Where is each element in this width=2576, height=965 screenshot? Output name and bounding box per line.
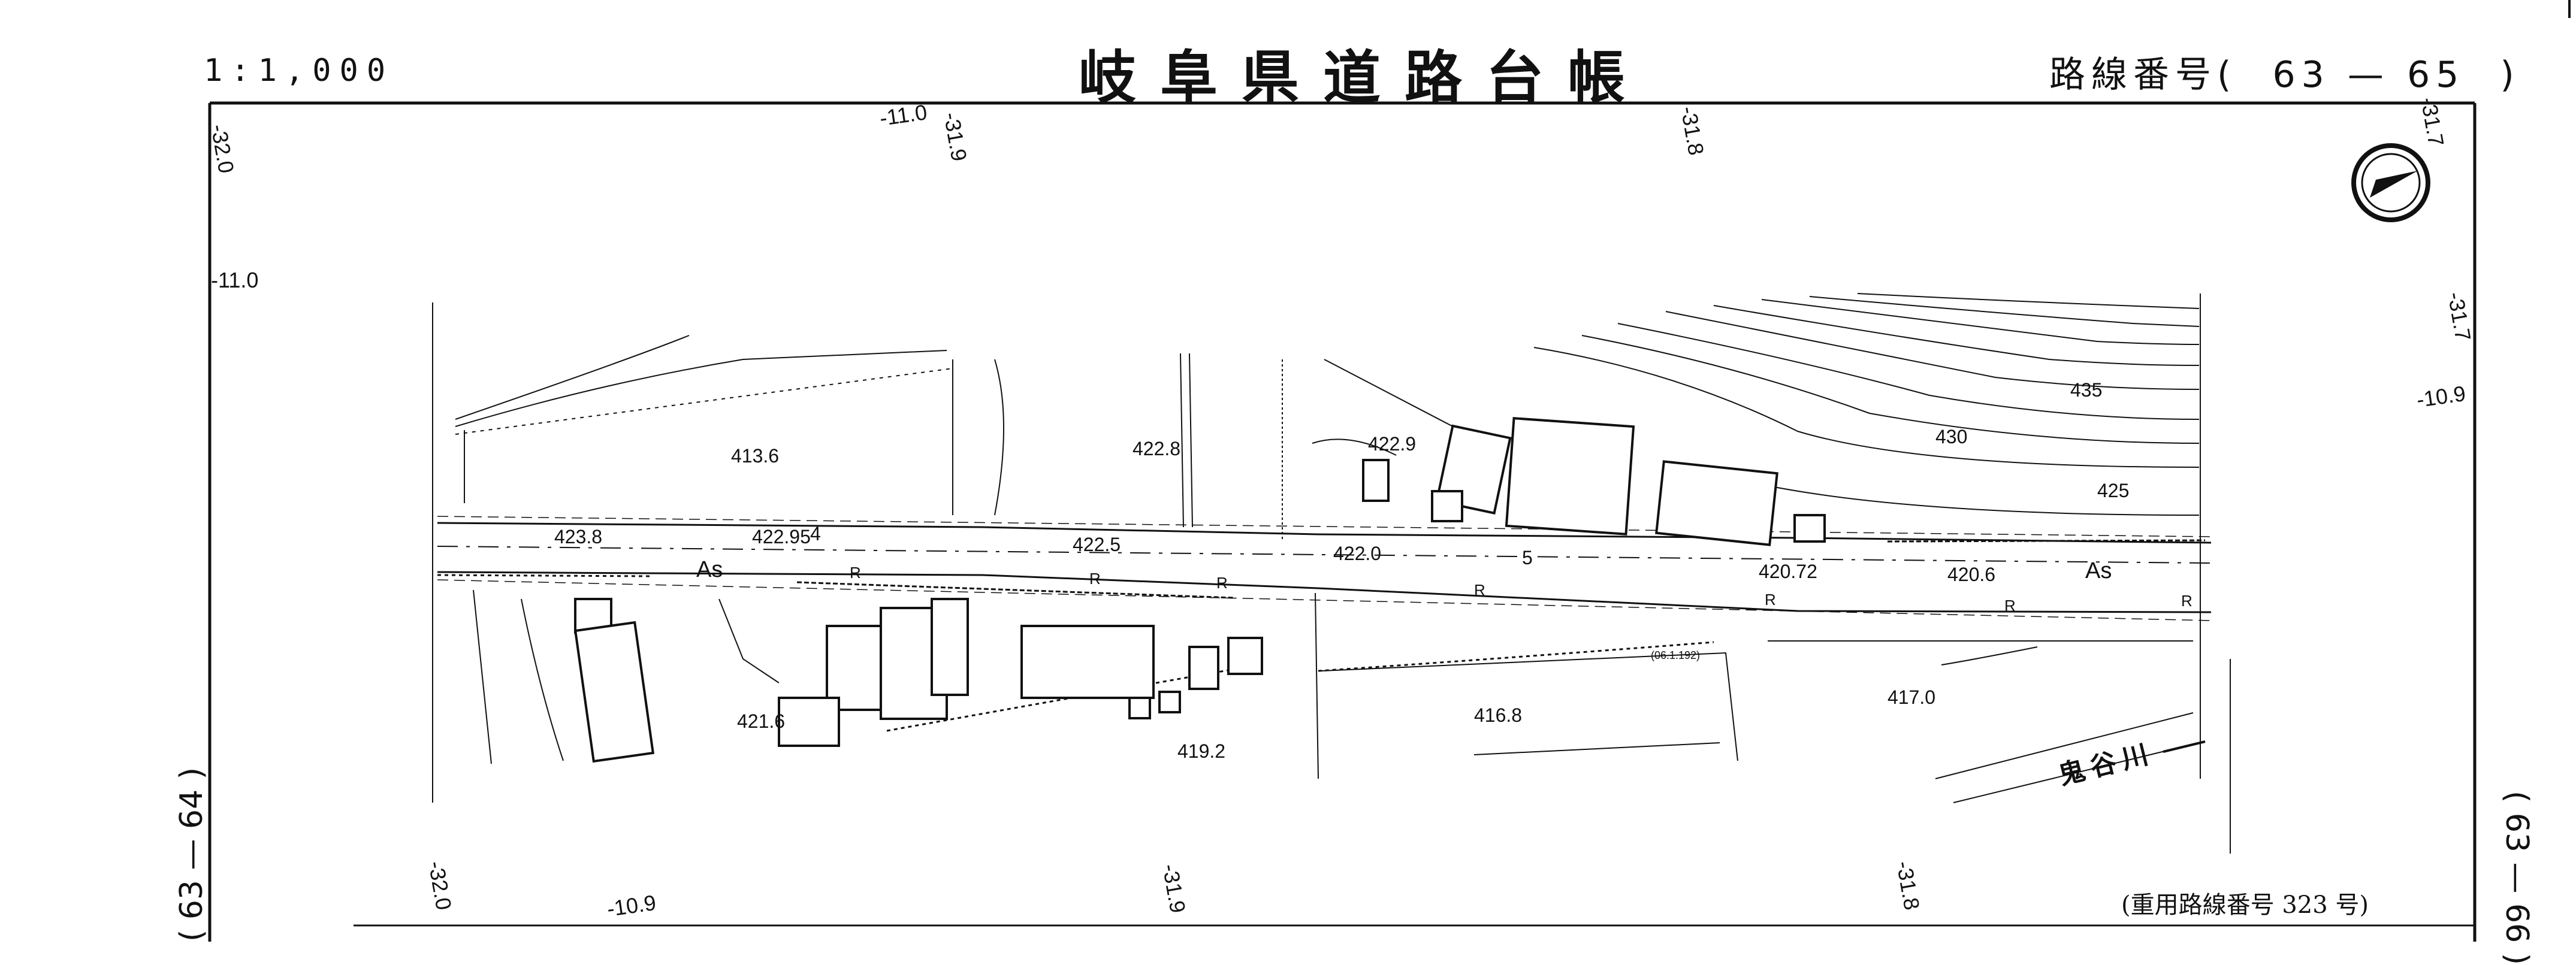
map-scale: 1:1,000: [204, 53, 394, 89]
mark-r: R: [2004, 597, 2016, 615]
grid-coordinate: -31.9: [939, 110, 972, 163]
grid-coordinate: -10.9: [605, 890, 657, 921]
elevation-label: 423.8: [554, 526, 602, 547]
mark-r: R: [1089, 570, 1101, 588]
mark-r: R: [1765, 591, 1776, 609]
road-surface-label-1: As: [696, 557, 723, 582]
joint-route-note: (重用路線番号 323 号): [2121, 891, 2369, 919]
elevation-label: 422.8: [1133, 438, 1180, 459]
grid-coordinate: -32.0: [424, 859, 457, 912]
retaining-walls: [437, 539, 2206, 732]
elevation-label: 417.0: [1888, 686, 1935, 708]
contour-label: 430: [1935, 426, 1967, 447]
parcel-lines: [455, 335, 1463, 539]
buildings: [573, 417, 1826, 763]
elevation-label: 420.6: [1947, 564, 1995, 585]
north-arrow-icon: [2351, 143, 2430, 222]
elevation-label: 420.72: [1759, 561, 1817, 582]
elevation-label: 413.6: [731, 445, 779, 467]
survey-note: (06.1.192): [1651, 649, 1700, 661]
elevation-label: 422.95: [752, 526, 811, 547]
contour-label: 435: [2070, 379, 2102, 401]
grid-coordinate: -31.9: [1158, 862, 1191, 915]
mark-r: R: [1474, 581, 1485, 599]
map-title: 岐阜県道路台帳: [1079, 44, 1649, 111]
elevation-label: 422.0: [1333, 543, 1381, 564]
elevation-label: 419.2: [1177, 740, 1225, 762]
elevation-label: 422.5: [1073, 534, 1121, 555]
grid-coordinate: -11.0: [211, 268, 258, 292]
grid-coordinate: -31.8: [1892, 859, 1925, 912]
route-number-heading: 路線番号( 63 — 65 ): [2049, 46, 2520, 98]
river-name: 鬼谷川: [2056, 739, 2157, 791]
route-close: ): [2500, 54, 2520, 96]
road-surface-label-2: As: [2085, 558, 2112, 583]
elevation-label: 421.6: [737, 710, 785, 732]
mark-r: R: [850, 564, 861, 582]
mark-r: R: [2181, 592, 2193, 610]
contour-label: 425: [2097, 480, 2129, 501]
grid-coordinate: -31.7: [2443, 290, 2476, 343]
road-edges: [437, 516, 2212, 621]
route-number: 63 — 65: [2272, 54, 2465, 96]
station-mark: 4: [810, 523, 821, 544]
grid-coordinate: -31.8: [1676, 104, 1709, 157]
grid-coordinate: -10.9: [2415, 381, 2467, 412]
river-flow-arrow-icon: [2163, 740, 2206, 753]
elevation-label: 422.9: [1368, 433, 1416, 455]
mark-r: R: [1216, 574, 1228, 592]
elevation-label: 416.8: [1474, 704, 1522, 726]
route-label: 路線番号(: [2049, 54, 2237, 96]
station-mark: 5: [1522, 547, 1533, 568]
lower-parcel-lines: [473, 589, 2200, 803]
contour-lines: [1533, 293, 2200, 516]
road-ledger-map: As As 423.8 422.95 422.5 422.0 420.72 42…: [206, 0, 2571, 942]
